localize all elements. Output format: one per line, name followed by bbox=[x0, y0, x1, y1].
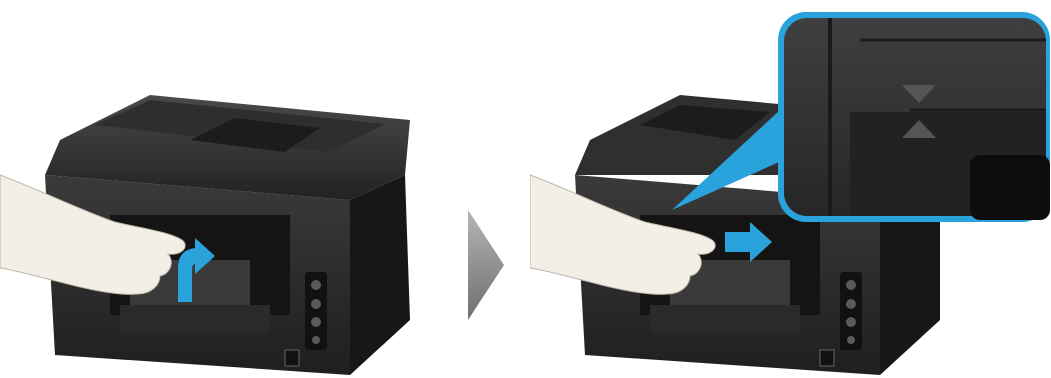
rear-tray bbox=[650, 305, 800, 333]
port bbox=[846, 317, 856, 327]
step-2-illustration bbox=[530, 0, 1051, 378]
printer-side bbox=[350, 175, 410, 375]
printer-illustration-2 bbox=[530, 0, 1051, 378]
port bbox=[311, 280, 321, 290]
power-socket bbox=[285, 350, 299, 366]
zoom-inset bbox=[778, 12, 1050, 222]
chevron-right-icon bbox=[466, 210, 506, 320]
printer-illustration-1 bbox=[0, 0, 440, 378]
port bbox=[846, 299, 856, 309]
port bbox=[846, 280, 856, 290]
rear-tray bbox=[120, 305, 270, 333]
port bbox=[847, 336, 855, 344]
port bbox=[312, 336, 320, 344]
port bbox=[311, 317, 321, 327]
step-1-illustration bbox=[0, 0, 440, 378]
port bbox=[311, 299, 321, 309]
power-socket bbox=[820, 350, 834, 366]
